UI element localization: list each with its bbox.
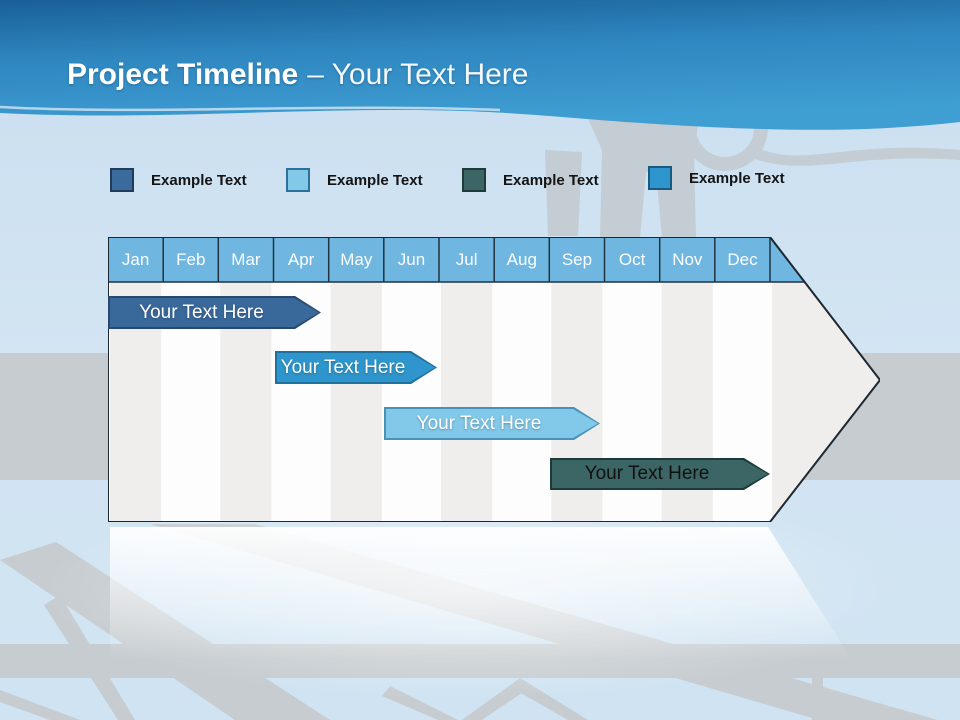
legend-swatch-3: [462, 168, 486, 192]
task-bar-4[interactable]: Your Text Here: [550, 458, 770, 490]
legend-swatch-2: [286, 168, 310, 192]
month-cell-jul: Jul: [455, 249, 478, 269]
legend-item-3[interactable]: Example Text: [462, 168, 599, 192]
month-cell-aug: Aug: [506, 249, 537, 269]
month-cell-jan: Jan: [121, 249, 150, 269]
legend-item-4[interactable]: Example Text: [648, 166, 785, 190]
timeline-arrow-outline: [108, 237, 880, 522]
timeline-chart: Jan Feb Mar Apr May Jun Jul Aug Sep Oct …: [108, 237, 880, 522]
task-bar-1-label: Your Text Here: [110, 298, 319, 327]
slide-title[interactable]: Project Timeline– Your Text Here: [67, 58, 528, 92]
legend-label-2: Example Text: [327, 171, 423, 189]
legend-swatch-1: [110, 168, 134, 192]
month-cell-oct: Oct: [618, 249, 646, 269]
month-cell-feb: Feb: [176, 249, 206, 269]
month-cell-nov: Nov: [672, 249, 703, 269]
month-cell-may: May: [340, 249, 373, 269]
month-header-gridlines: [108, 237, 815, 283]
header-wave: [0, 0, 960, 130]
legend-label-4: Example Text: [689, 169, 785, 187]
task-bar-3-label: Your Text Here: [386, 409, 598, 438]
legend-item-2[interactable]: Example Text: [286, 168, 423, 192]
slide-title-main: Project Timeline: [67, 58, 299, 91]
task-bar-2[interactable]: Your Text Here: [275, 351, 437, 384]
task-bar-1[interactable]: Your Text Here: [108, 296, 321, 329]
month-cell-apr: Apr: [287, 249, 315, 269]
month-cell-mar: Mar: [231, 249, 261, 269]
task-bar-4-label: Your Text Here: [552, 460, 768, 488]
slide-title-subtitle: – Your Text Here: [307, 58, 529, 91]
legend-label-3: Example Text: [503, 171, 599, 189]
header-wave-highlight: [0, 105, 501, 112]
table-reflection: [110, 527, 852, 660]
task-bar-2-label: Your Text Here: [277, 353, 435, 382]
month-cell-sep: Sep: [561, 249, 593, 269]
month-cell-jun: Jun: [397, 249, 426, 269]
worker-silhouette: [545, 85, 960, 239]
legend-swatch-4: [648, 166, 672, 190]
legend-label-1: Example Text: [151, 171, 247, 189]
month-header-row: Jan Feb Mar Apr May Jun Jul Aug Sep Oct …: [108, 237, 770, 282]
task-bar-3[interactable]: Your Text Here: [384, 407, 600, 440]
month-cell-dec: Dec: [727, 249, 758, 269]
legend-item-1[interactable]: Example Text: [110, 168, 247, 192]
